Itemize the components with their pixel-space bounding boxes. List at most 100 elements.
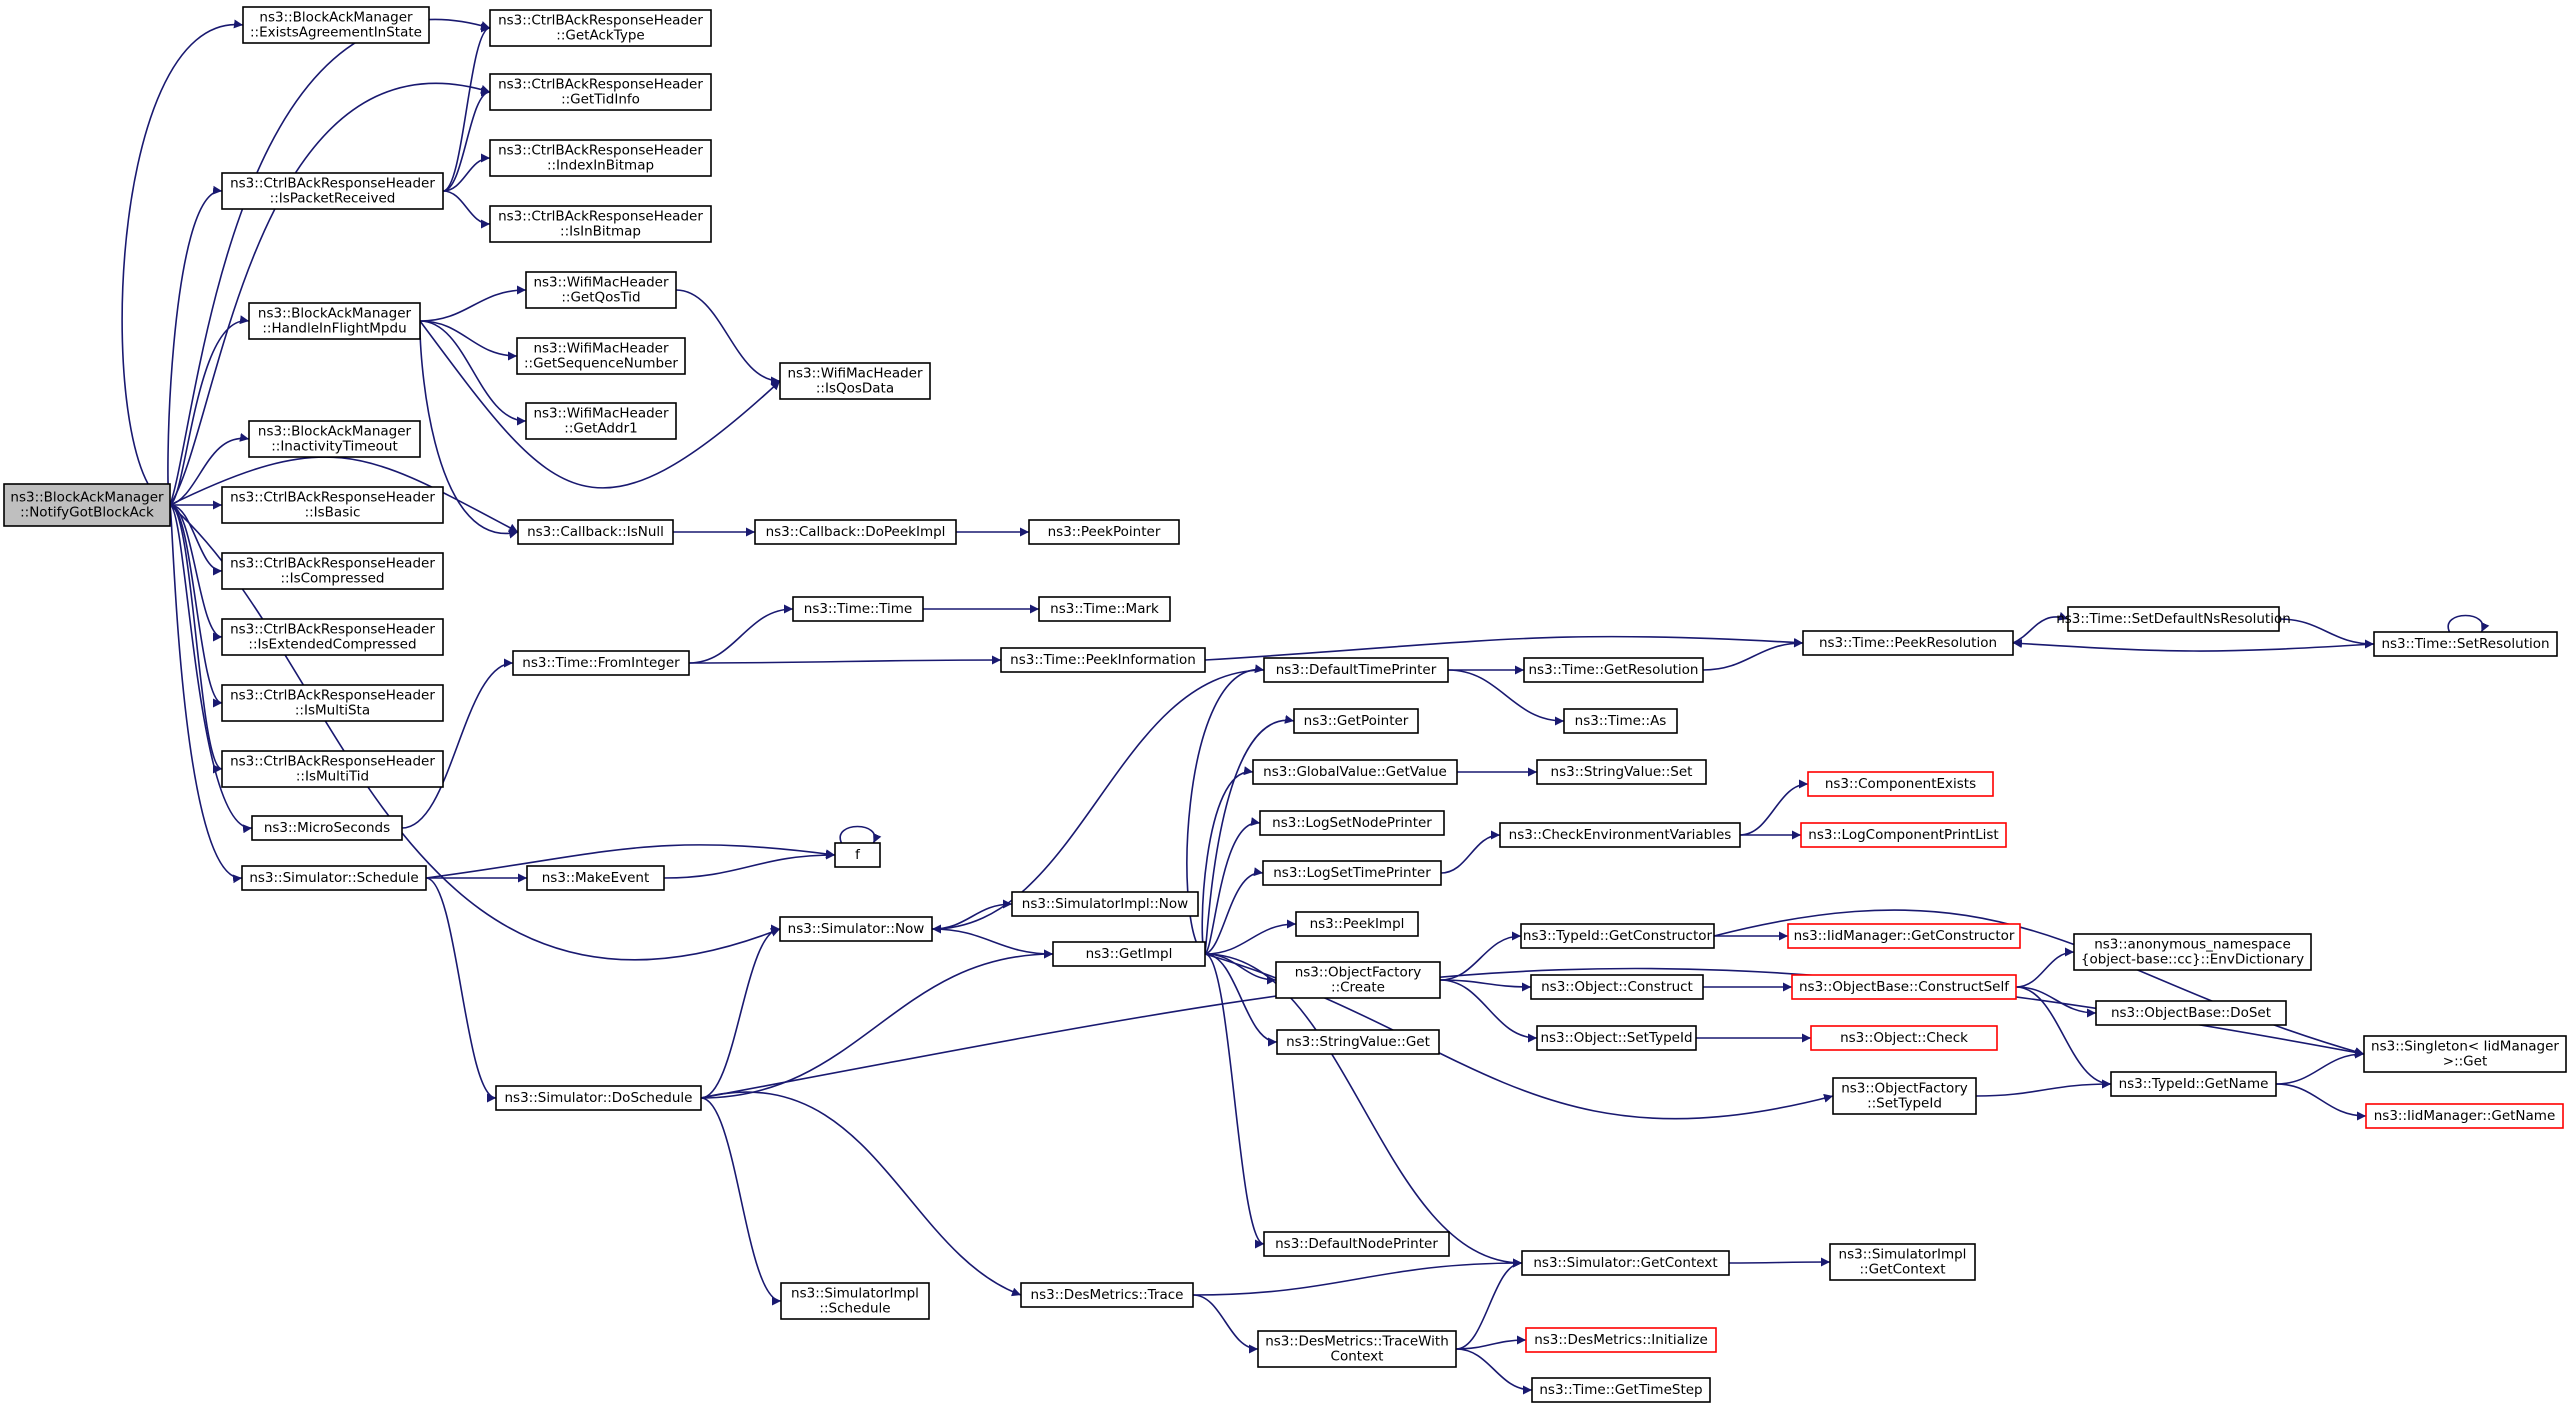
node-ns3-simulator-schedule[interactable]: ns3::Simulator::Schedule	[241, 865, 427, 891]
node-ns3-time-getresolution[interactable]: ns3::Time::GetResolution	[1523, 657, 1704, 683]
node-label: ::SetTypeId	[1867, 1096, 1942, 1112]
node-label: ns3::LogSetTimePrinter	[1273, 865, 1431, 881]
node-label: ns3::ObjectBase::DoSet	[2111, 1005, 2271, 1021]
node-f[interactable]: f	[834, 842, 881, 868]
node-ns3-wifimacheader-getqostid[interactable]: ns3::WifiMacHeader::GetQosTid	[525, 271, 677, 309]
node-ns3-checkenvironmentvariables[interactable]: ns3::CheckEnvironmentVariables	[1499, 822, 1741, 848]
node-label: ns3::LogComponentPrintList	[1808, 827, 1998, 843]
node-ns3-ctrlbackresponseheader-isbasic[interactable]: ns3::CtrlBAckResponseHeader::IsBasic	[221, 486, 444, 524]
node-ns3-makeevent[interactable]: ns3::MakeEvent	[526, 865, 665, 891]
node-ns3-globalvalue-getvalue[interactable]: ns3::GlobalValue::GetValue	[1252, 759, 1458, 785]
node-box	[1263, 1231, 1450, 1257]
node-ns3-ctrlbackresponseheader-getacktype[interactable]: ns3::CtrlBAckResponseHeader::GetAckType	[489, 9, 712, 47]
node-ns3-time-peekinformation[interactable]: ns3::Time::PeekInformation	[1000, 647, 1206, 673]
node-label: ns3::Simulator::Schedule	[249, 870, 418, 886]
node-ns3-peekpointer[interactable]: ns3::PeekPointer	[1028, 519, 1180, 545]
node-ns3-objectfactory-create[interactable]: ns3::ObjectFactory::Create	[1275, 961, 1441, 999]
node-label: ns3::WifiMacHeader	[787, 366, 923, 382]
node-ns3-ctrlbackresponseheader-isinbitmap[interactable]: ns3::CtrlBAckResponseHeader::IsInBitmap	[489, 205, 712, 243]
node-ns3-ctrlbackresponseheader-ismultitid[interactable]: ns3::CtrlBAckResponseHeader::IsMultiTid	[221, 750, 444, 788]
node-label: ::IsPacketReceived	[270, 191, 396, 207]
node-ns3-wifimacheader-getsequencenumber[interactable]: ns3::WifiMacHeader::GetSequenceNumber	[516, 337, 686, 375]
call-edges	[121, 18, 2490, 1395]
node-ns3-desmetrics-initialize[interactable]: ns3::DesMetrics::Initialize	[1525, 1327, 1717, 1353]
node-ns3-object-check[interactable]: ns3::Object::Check	[1810, 1025, 1998, 1051]
node-ns3-time-gettimestep[interactable]: ns3::Time::GetTimeStep	[1531, 1377, 1711, 1403]
node-ns3-anonymous-namespace-object-base-cc-envdictionary[interactable]: ns3::anonymous_namespace{object-base::cc…	[2073, 933, 2312, 971]
node-ns3-singleton-iidmanager-get[interactable]: ns3::Singleton< IidManager>::Get	[2363, 1035, 2567, 1073]
node-box	[221, 684, 444, 722]
node-ns3-defaultnodeprinter[interactable]: ns3::DefaultNodePrinter	[1263, 1231, 1450, 1257]
node-label: ns3::Time::As	[1575, 713, 1667, 729]
node-ns3-ctrlbackresponseheader-ismultista[interactable]: ns3::CtrlBAckResponseHeader::IsMultiSta	[221, 684, 444, 722]
node-box	[1832, 1077, 1977, 1115]
edge-n59-n57	[2275, 1049, 2365, 1085]
node-ns3-stringvalue-set[interactable]: ns3::StringValue::Set	[1536, 759, 1707, 785]
node-ns3-simulatorimpl-now[interactable]: ns3::SimulatorImpl::Now	[1011, 891, 1199, 917]
node-ns3-logsettimeprinter[interactable]: ns3::LogSetTimePrinter	[1262, 860, 1442, 886]
node-ns3-object-construct[interactable]: ns3::Object::Construct	[1530, 974, 1704, 1000]
edge-n0-n3	[169, 82, 491, 506]
node-ns3-callback-isnull[interactable]: ns3::Callback::IsNull	[517, 519, 674, 545]
node-ns3-typeid-getname[interactable]: ns3::TypeId::GetName	[2110, 1071, 2277, 1097]
node-ns3-logcomponentprintlist[interactable]: ns3::LogComponentPrintList	[1800, 822, 2007, 848]
node-ns3-defaulttimeprinter[interactable]: ns3::DefaultTimePrinter	[1263, 657, 1449, 683]
node-box	[1563, 708, 1678, 734]
node-ns3-time-peekresolution[interactable]: ns3::Time::PeekResolution	[1802, 630, 2014, 656]
node-label: ::IndexInBitmap	[547, 158, 654, 174]
node-label: ns3::PeekImpl	[1310, 916, 1405, 932]
node-ns3-blockackmanager-handleinflightmpdu[interactable]: ns3::BlockAckManager::HandleInFlightMpdu	[248, 302, 421, 340]
edge-n28-n21	[401, 658, 514, 829]
node-ns3-logsetnodeprinter[interactable]: ns3::LogSetNodePrinter	[1259, 810, 1445, 836]
node-ns3-desmetrics-trace[interactable]: ns3::DesMetrics::Trace	[1020, 1282, 1194, 1308]
node-ns3-time-mark[interactable]: ns3::Time::Mark	[1038, 596, 1171, 622]
edge-n35-n37	[1447, 669, 1565, 726]
node-ns3-simulator-now[interactable]: ns3::Simulator::Now	[779, 916, 933, 942]
node-ns3-simulator-getcontext[interactable]: ns3::Simulator::GetContext	[1521, 1250, 1730, 1276]
node-ns3-iidmanager-getname[interactable]: ns3::IidManager::GetName	[2365, 1103, 2564, 1129]
node-ns3-ctrlbackresponseheader-isextendedcompressed[interactable]: ns3::CtrlBAckResponseHeader::IsExtendedC…	[221, 618, 444, 656]
node-ns3-time-frominteger[interactable]: ns3::Time::FromInteger	[512, 650, 690, 676]
node-ns3-getpointer[interactable]: ns3::GetPointer	[1293, 708, 1419, 734]
node-ns3-time-time[interactable]: ns3::Time::Time	[792, 596, 924, 622]
node-ns3-simulatorimpl-getcontext[interactable]: ns3::SimulatorImpl::GetContext	[1829, 1243, 1976, 1281]
node-ns3-wifimacheader-isqosdata[interactable]: ns3::WifiMacHeader::IsQosData	[779, 362, 931, 400]
node-ns3-blockackmanager-existsagreementinstate[interactable]: ns3::BlockAckManager::ExistsAgreementInS…	[242, 6, 430, 44]
node-ns3-objectbase-doset[interactable]: ns3::ObjectBase::DoSet	[2095, 1000, 2287, 1026]
edge-n34-n42	[1204, 867, 1264, 955]
node-box	[248, 302, 421, 340]
node-label: ns3::Object::SetTypeId	[1540, 1030, 1692, 1046]
node-ns3-ctrlbackresponseheader-ispacketreceived[interactable]: ns3::CtrlBAckResponseHeader::IsPacketRec…	[221, 172, 444, 210]
node-ns3-time-setresolution[interactable]: ns3::Time::SetResolution	[2373, 631, 2558, 657]
node-ns3-peekimpl[interactable]: ns3::PeekImpl	[1295, 911, 1419, 937]
node-label: ::GetQosTid	[561, 290, 640, 306]
node-ns3-microseconds[interactable]: ns3::MicroSeconds	[251, 815, 403, 841]
node-box	[1523, 657, 1704, 683]
node-ns3-componentexists[interactable]: ns3::ComponentExists	[1807, 771, 1994, 797]
node-ns3-object-settypeid[interactable]: ns3::Object::SetTypeId	[1536, 1025, 1697, 1051]
node-ns3-ctrlbackresponseheader-indexinbitmap[interactable]: ns3::CtrlBAckResponseHeader::IndexInBitm…	[489, 139, 712, 177]
node-ns3-objectfactory-settypeid[interactable]: ns3::ObjectFactory::SetTypeId	[1832, 1077, 1977, 1115]
node-box	[1257, 1330, 1457, 1368]
node-ns3-simulatorimpl-schedule[interactable]: ns3::SimulatorImpl::Schedule	[780, 1282, 930, 1320]
edge-n61-n34	[700, 949, 1054, 1099]
node-ns3-getimpl[interactable]: ns3::GetImpl	[1052, 941, 1206, 967]
node-ns3-simulator-doschedule[interactable]: ns3::Simulator::DoSchedule	[495, 1085, 702, 1111]
node-label: ns3::CtrlBAckResponseHeader	[230, 556, 435, 572]
node-ns3-ctrlbackresponseheader-iscompressed[interactable]: ns3::CtrlBAckResponseHeader::IsCompresse…	[221, 552, 444, 590]
node-ns3-iidmanager-getconstructor[interactable]: ns3::IidManager::GetConstructor	[1787, 923, 2021, 949]
node-ns3-stringvalue-get[interactable]: ns3::StringValue::Get	[1276, 1029, 1440, 1055]
node-ns3-ctrlbackresponseheader-gettidinfo[interactable]: ns3::CtrlBAckResponseHeader::GetTidInfo	[489, 73, 712, 111]
node-ns3-blockackmanager-inactivitytimeout[interactable]: ns3::BlockAckManager::InactivityTimeout	[248, 420, 421, 458]
node-ns3-blockackmanager-notifygotblockack[interactable]: ns3::BlockAckManager::NotifyGotBlockAck	[3, 483, 171, 527]
node-ns3-time-as[interactable]: ns3::Time::As	[1563, 708, 1678, 734]
node-ns3-wifimacheader-getaddr1[interactable]: ns3::WifiMacHeader::GetAddr1	[525, 402, 677, 440]
node-ns3-time-setdefaultnsresolution[interactable]: ns3::Time::SetDefaultNsResolution	[2056, 606, 2291, 632]
node-ns3-callback-dopeekimpl[interactable]: ns3::Callback::DoPeekImpl	[754, 519, 957, 545]
edge-n66-n63	[1192, 1258, 1523, 1296]
node-ns3-objectbase-constructself[interactable]: ns3::ObjectBase::ConstructSelf	[1791, 974, 2017, 1000]
edge-n59-n60	[2275, 1083, 2367, 1121]
node-ns3-typeid-getconstructor[interactable]: ns3::TypeId::GetConstructor	[1520, 923, 1715, 949]
